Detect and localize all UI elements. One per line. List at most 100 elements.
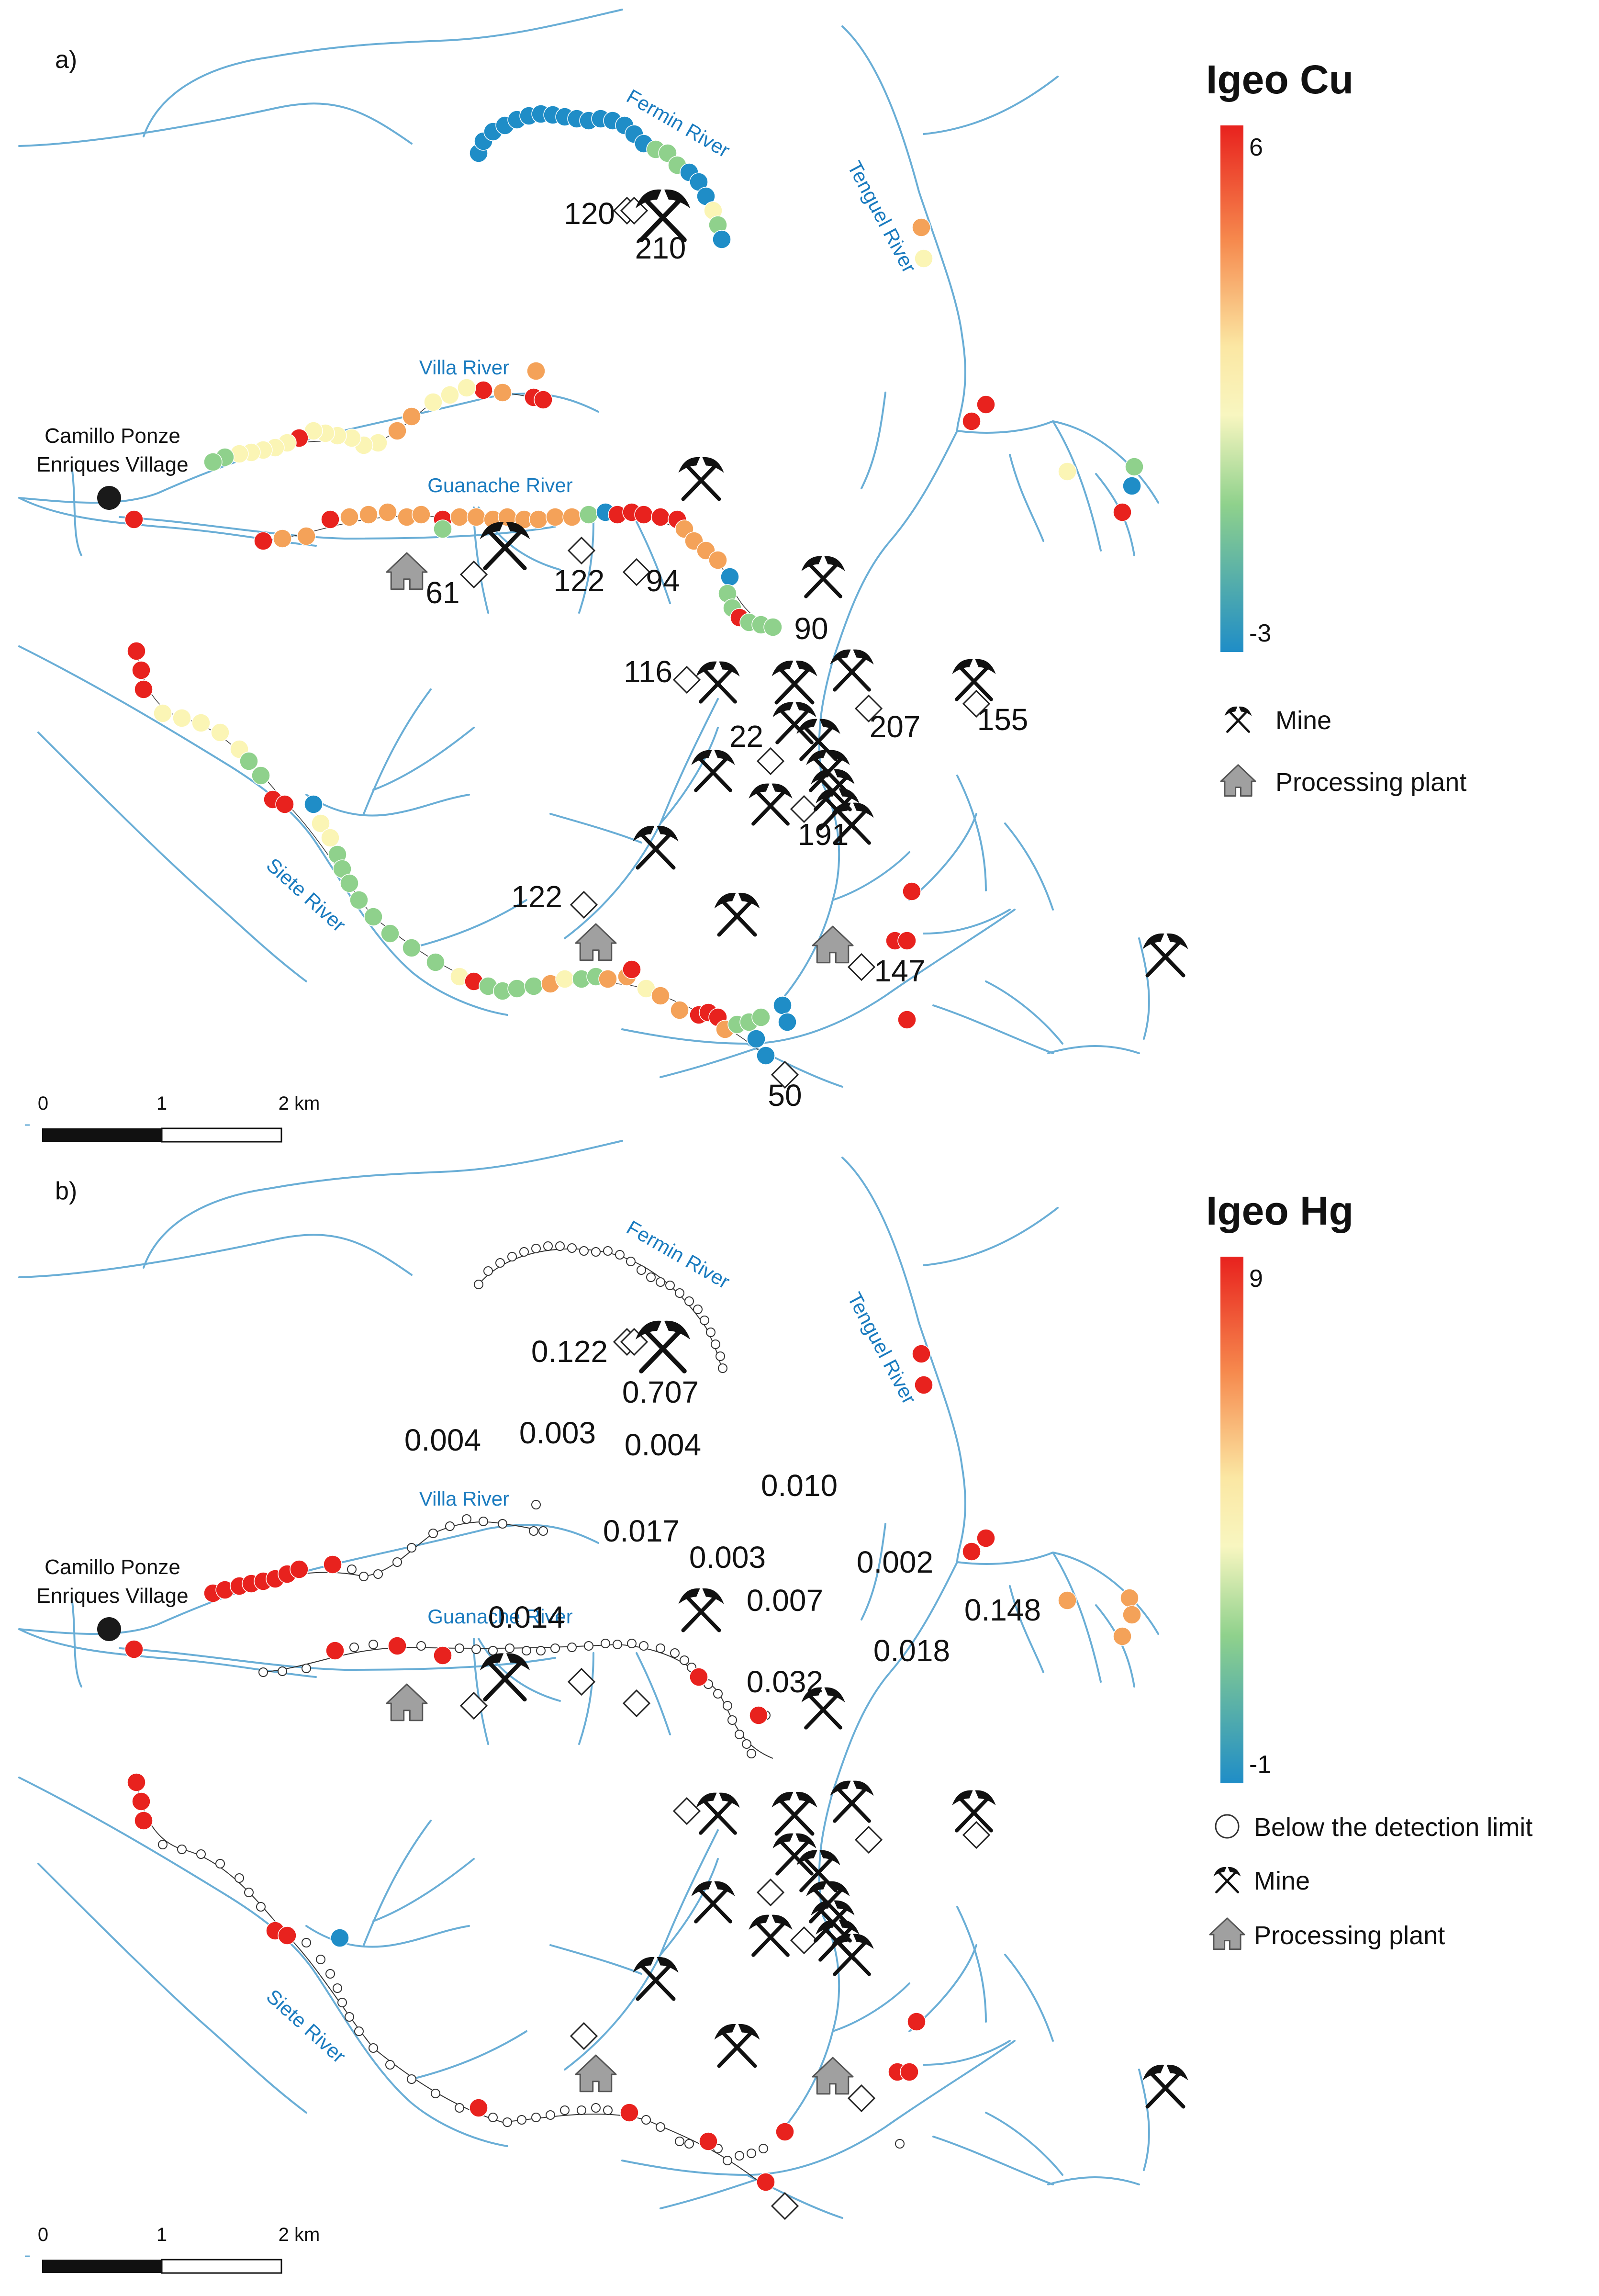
sample-point xyxy=(749,1706,768,1725)
sample-point xyxy=(254,531,273,551)
below-detection-point xyxy=(302,1938,311,1947)
river-line xyxy=(1138,2069,1150,2171)
diamond-icon xyxy=(672,665,701,694)
below-detection-point xyxy=(538,1526,548,1536)
sample-value-label: 0.007 xyxy=(747,1583,823,1618)
sample-point xyxy=(1122,1605,1141,1624)
sample-point xyxy=(290,1560,309,1579)
sample-point xyxy=(172,709,191,728)
below-detection-point xyxy=(158,1840,168,1849)
sample-point xyxy=(275,795,294,814)
scale-one-label: 1 xyxy=(157,1093,167,1114)
below-detection-point xyxy=(302,1664,311,1673)
river-line xyxy=(985,980,1063,1045)
sample-point xyxy=(127,642,146,661)
river-line xyxy=(411,2030,527,2080)
sample-point xyxy=(424,393,443,412)
river-label-guanache: Guanache River xyxy=(427,1605,573,1628)
sample-point xyxy=(273,529,292,548)
below-detection-point xyxy=(656,2122,665,2132)
sample-point xyxy=(689,1667,708,1687)
river-network xyxy=(18,9,1159,1088)
diamond-icon xyxy=(771,1060,799,1089)
sample-point xyxy=(440,385,459,405)
below-detection-point xyxy=(680,1655,689,1665)
river-line xyxy=(832,1982,910,2032)
sample-point xyxy=(124,510,144,529)
mine-icon xyxy=(636,189,690,242)
below-detection-point xyxy=(177,1845,187,1854)
river-line xyxy=(985,2112,1063,2176)
sample-point xyxy=(457,378,476,397)
below-detection-point xyxy=(675,1288,684,1298)
diamond-icon xyxy=(790,1926,818,1955)
sample-point xyxy=(562,507,581,527)
mine-icon xyxy=(796,1850,840,1892)
below-detection-point xyxy=(706,1328,716,1337)
mine-icon xyxy=(1224,706,1252,733)
sample-value-label: 90 xyxy=(794,611,828,646)
sample-point xyxy=(756,1046,775,1065)
sample-value-label: 116 xyxy=(624,654,672,689)
house-icon xyxy=(386,1683,428,1722)
sample-value-label: 0.003 xyxy=(689,1540,766,1575)
river-line xyxy=(923,2040,1011,2066)
sample-value-label: 0.002 xyxy=(857,1545,933,1579)
sample-point xyxy=(747,1029,766,1048)
below-detection-point xyxy=(519,1247,529,1257)
sampling-line xyxy=(136,1782,766,2187)
river-line xyxy=(841,1157,966,1563)
river-line xyxy=(549,813,642,844)
below-detection-point xyxy=(505,1643,514,1653)
sample-point xyxy=(311,814,330,833)
below-detection-point xyxy=(665,1281,675,1290)
river-line xyxy=(660,727,719,824)
ramp-max-label: 9 xyxy=(1249,1265,1263,1293)
sample-point xyxy=(634,505,653,524)
river-line xyxy=(923,1207,1059,1266)
river-line xyxy=(549,1944,642,1975)
mine-icon xyxy=(749,1914,793,1957)
sample-point xyxy=(402,938,421,957)
below-detection-point xyxy=(579,1246,589,1256)
sample-point xyxy=(323,1555,342,1574)
mines xyxy=(480,189,1188,978)
panel-label: a) xyxy=(55,46,77,74)
sample-point xyxy=(914,249,933,268)
sample-point xyxy=(433,519,452,539)
mine-icon xyxy=(952,659,996,701)
below-detection-point xyxy=(278,1666,287,1676)
sample-value-label: 0.003 xyxy=(519,1416,596,1450)
sample-point xyxy=(1113,1627,1132,1646)
river-line xyxy=(1004,822,1054,911)
sample-value-label: 94 xyxy=(646,563,680,598)
scale-bar-black xyxy=(42,1128,162,1142)
river-line xyxy=(18,645,508,1016)
sample-point xyxy=(579,505,598,524)
sample-point xyxy=(620,2103,639,2122)
river-line xyxy=(1009,1585,1044,1673)
sample-point xyxy=(912,1344,931,1363)
below-detection-point xyxy=(555,1241,565,1251)
village-name-line1: Camillo Ponze xyxy=(45,1555,180,1579)
sample-value-label: 120 xyxy=(564,196,615,231)
sample-point xyxy=(555,969,574,989)
diamond-icon xyxy=(622,558,651,586)
below-detection-point xyxy=(385,2060,395,2070)
sample-point xyxy=(469,2098,488,2117)
mine-icon xyxy=(691,750,735,792)
below-detection-point xyxy=(531,1244,541,1253)
sample-value-label: 22 xyxy=(729,719,763,754)
sample-point xyxy=(976,395,995,414)
below-detection-point xyxy=(455,2103,464,2113)
sample-value-label: 0.004 xyxy=(625,1428,701,1462)
processing-plants xyxy=(386,1683,854,2095)
sample-point xyxy=(467,507,486,527)
sample-point xyxy=(1122,476,1141,495)
ramp-max-label: 6 xyxy=(1249,134,1263,161)
below-detection-point xyxy=(428,1529,438,1538)
sample-value-label: 122 xyxy=(554,563,605,598)
